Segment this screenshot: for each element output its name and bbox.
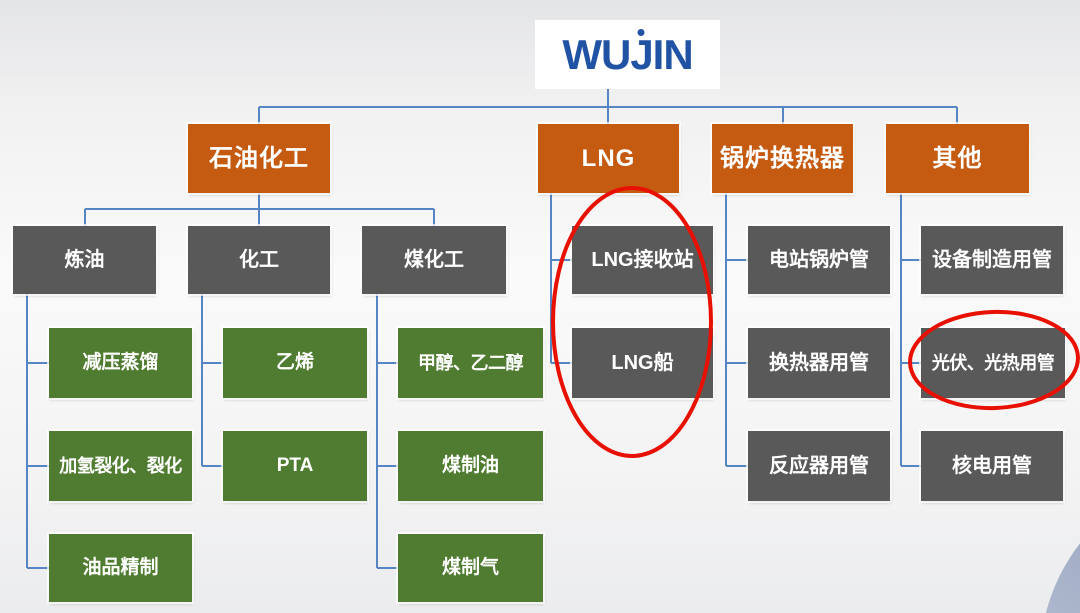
- node-petrochemical: 石油化工: [188, 124, 330, 193]
- corner-decoration-circle: [1045, 543, 1080, 613]
- node-chemical: 化工: [188, 226, 330, 294]
- node-methanol-ethylene-glycol: 甲醇、乙二醇: [398, 328, 543, 398]
- node-boiler-heat-exchanger: 锅炉换热器: [712, 124, 853, 193]
- node-coal-to-gas: 煤制气: [398, 534, 543, 602]
- node-oil-product-refining: 油品精制: [49, 534, 192, 602]
- node-lng-terminal: LNG接收站: [572, 226, 713, 294]
- node-equipment-manufacturing-tube: 设备制造用管: [921, 226, 1063, 294]
- node-reactor-tube: 反应器用管: [748, 431, 890, 501]
- node-hydrocracking-cracking: 加氢裂化、裂化: [49, 431, 192, 501]
- node-pta: PTA: [223, 431, 367, 501]
- node-ethylene: 乙烯: [223, 328, 367, 398]
- logo-part-wu: WU: [562, 30, 631, 78]
- logo-part-in: IN: [652, 30, 694, 78]
- node-power-station-boiler-tube: 电站锅炉管: [748, 226, 890, 294]
- node-coal-to-oil: 煤制油: [398, 431, 543, 501]
- node-nuclear-power-tube: 核电用管: [921, 431, 1063, 501]
- node-vacuum-distillation: 减压蒸馏: [49, 328, 192, 398]
- node-lng: LNG: [538, 124, 679, 193]
- node-coal-chemical: 煤化工: [362, 226, 506, 294]
- logo-part-j: J: [630, 30, 653, 78]
- node-refining: 炼油: [13, 226, 156, 294]
- node-pv-solar-thermal-tube: 光伏、光热用管: [921, 328, 1065, 398]
- node-heat-exchanger-tube: 换热器用管: [748, 328, 890, 398]
- node-lng-ship: LNG船: [572, 328, 713, 398]
- node-other: 其他: [886, 124, 1029, 193]
